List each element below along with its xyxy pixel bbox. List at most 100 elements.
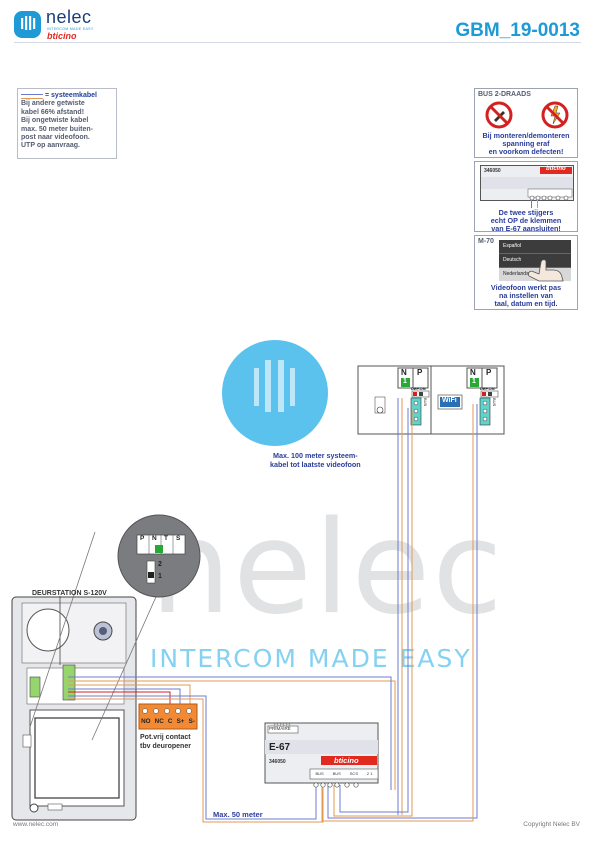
m70-text: Videofoon werkt pas na instellen van taa… <box>475 284 577 308</box>
m70-title: M-70 <box>478 238 494 245</box>
e67-brand: bticino <box>546 166 566 172</box>
e67-text: De twee stijgers echt OP de klemmen van … <box>475 209 577 233</box>
watermark-logo-icon <box>222 340 328 446</box>
bus-warning-panel: BUS 2-DRAADS Bij monteren/demonteren spa… <box>474 88 578 158</box>
m70-line: na instellen van <box>499 291 553 300</box>
monitor2-terminal-p: P <box>486 368 492 377</box>
zoom-terminal-s: S <box>176 535 181 542</box>
relay-note-line: tbv deuropener <box>140 742 191 750</box>
cable-note-line: max. 50 meter buiten- <box>21 125 93 133</box>
distance-note-line: Max. 100 meter systeem- <box>272 451 358 460</box>
door-terminal-green <box>29 676 41 698</box>
m70-lang-item: Español <box>499 240 571 254</box>
psu-code: 346050 <box>269 759 286 765</box>
header-divider <box>14 42 581 43</box>
e67-module-icon <box>480 165 574 201</box>
no-screwdriver-icon <box>485 101 569 129</box>
cable-note: = systeemkabel Bij andere getwiste kabel… <box>17 88 117 159</box>
wifi-badge-icon <box>440 397 460 407</box>
relay-label: NC <box>154 718 164 725</box>
zoom-terminal-p: P <box>140 535 145 542</box>
psu-terminal-label: SCS <box>349 771 358 776</box>
monitor2-dip-value: 1 <box>472 378 476 385</box>
e67-line: echt OP de klemmen <box>490 216 562 225</box>
bus-warning-line: en voorkom defecten! <box>488 147 564 156</box>
e67-wire-blue <box>531 200 532 208</box>
cable-note-line: post naar videofoon. <box>21 134 90 142</box>
logo <box>14 10 124 42</box>
m70-lang-item: Deutsch <box>499 254 571 268</box>
footer-website: www.nelec.com <box>13 821 59 828</box>
distance-note-50m: Max. 50 meter <box>213 810 263 819</box>
e67-code: 346050 <box>484 168 501 174</box>
door-bus-terminal <box>62 664 76 701</box>
watermark-tagline: INTERCOM MADE EASY <box>150 644 472 673</box>
zoom-lens <box>117 514 201 598</box>
cable-legend-label: = systeemkabel <box>45 92 97 99</box>
monitor1-terminal-p: P <box>417 368 423 377</box>
cable-note-line: Bij andere getwiste <box>21 100 85 108</box>
logo-tagline: INTERCOM MADE EASY <box>47 27 94 31</box>
logo-icon <box>14 11 41 38</box>
monitor1-dip <box>401 378 410 387</box>
relay-label: S+ <box>176 718 185 725</box>
m70-line: Videofoon werkt pas <box>490 283 562 292</box>
footer-copyright: Copyright Nelec BV <box>523 821 580 828</box>
relay-note: Pot.vrij contact tbv deuropener <box>140 734 191 751</box>
psu-terminal-labels: BUS BUS SCS 2 1 <box>311 771 377 776</box>
door-station-title: DEURSTATION S-120V <box>32 590 107 597</box>
zoom-dip-top: 2 <box>158 561 162 568</box>
no-power-icon <box>541 101 569 129</box>
door-station-screw <box>29 803 39 813</box>
relay-label: C <box>167 718 173 725</box>
distance-note-100m: Max. 100 meter systeem- kabel tot laatst… <box>270 451 361 469</box>
monitor2-bus-label: BUS <box>492 398 497 407</box>
relay-label: NO <box>141 718 151 725</box>
watermark-word: nelec <box>150 494 505 643</box>
psu-brand-bar <box>321 756 377 765</box>
e67-line: De twee stijgers <box>498 208 554 217</box>
e67-wire-orange <box>537 200 538 208</box>
monitor1-terminal-n: N <box>401 368 407 377</box>
monitor2-def-on: DEF.ON <box>480 386 495 391</box>
zoom-terminal-t: T <box>164 535 168 542</box>
monitor1-dip-value: 1 <box>403 378 407 385</box>
distance-note-line: kabel tot laatste videofoon <box>270 460 361 469</box>
e67-panel: 346050 bticino De twee stijgers echt OP … <box>474 161 578 233</box>
psu-brand: bticino <box>334 756 359 765</box>
cable-note-line: Bij ongetwiste kabel <box>21 117 89 125</box>
relay-note-line: Pot.vrij contact <box>140 734 191 741</box>
bus-warning-title: BUS 2-DRAADS <box>478 91 531 98</box>
cable-note-line: kabel 66% afstand! <box>21 108 85 116</box>
psu-terminal-label: BUS <box>315 771 324 776</box>
relay-label: S- <box>188 718 195 725</box>
bus-warning-text: Bij monteren/demonteren spanning eraf en… <box>475 132 577 156</box>
psu-name: E-67 <box>269 742 291 753</box>
e67-line: van E-67 aansluiten! <box>491 224 561 233</box>
logo-brand: bticino <box>47 31 77 41</box>
monitor1-def-on: DEF.ON <box>411 386 426 391</box>
zoom-terminal-n: N <box>152 535 157 542</box>
bus-warning-line: Bij monteren/demonteren <box>482 131 570 140</box>
cable-legend-line <box>21 93 43 99</box>
m70-panel: M-70 Español Deutsch Nederlands Videofoo… <box>474 235 578 310</box>
cable-legend-row: = systeemkabel <box>21 92 113 100</box>
monitor1-screw-icon <box>376 406 384 414</box>
relay-labels: NO NC C S+ S- <box>139 718 197 725</box>
relay-block <box>138 703 198 730</box>
psu-terminal-label: BUS <box>332 771 341 776</box>
document-id: GBM_19-0013 <box>455 20 580 41</box>
psu-primary-label: PRIMAIRE <box>269 726 291 731</box>
bus-warning-line: spanning eraf <box>502 139 550 148</box>
cable-note-line: UTP op aanvraag. <box>21 142 81 150</box>
m70-line: taal, datum en tijd. <box>494 299 558 308</box>
monitor1-bus-label: BUS <box>423 398 428 407</box>
psu-terminal-label: 2 1 <box>366 771 373 776</box>
monitor2-terminal-n: N <box>470 368 476 377</box>
hand-pointer-icon <box>528 259 564 282</box>
logo-name: nelec <box>46 7 92 27</box>
zoom-dip-bottom: 1 <box>158 573 162 580</box>
monitor2-dip <box>470 378 479 387</box>
wifi-label: WiFi <box>442 397 457 404</box>
